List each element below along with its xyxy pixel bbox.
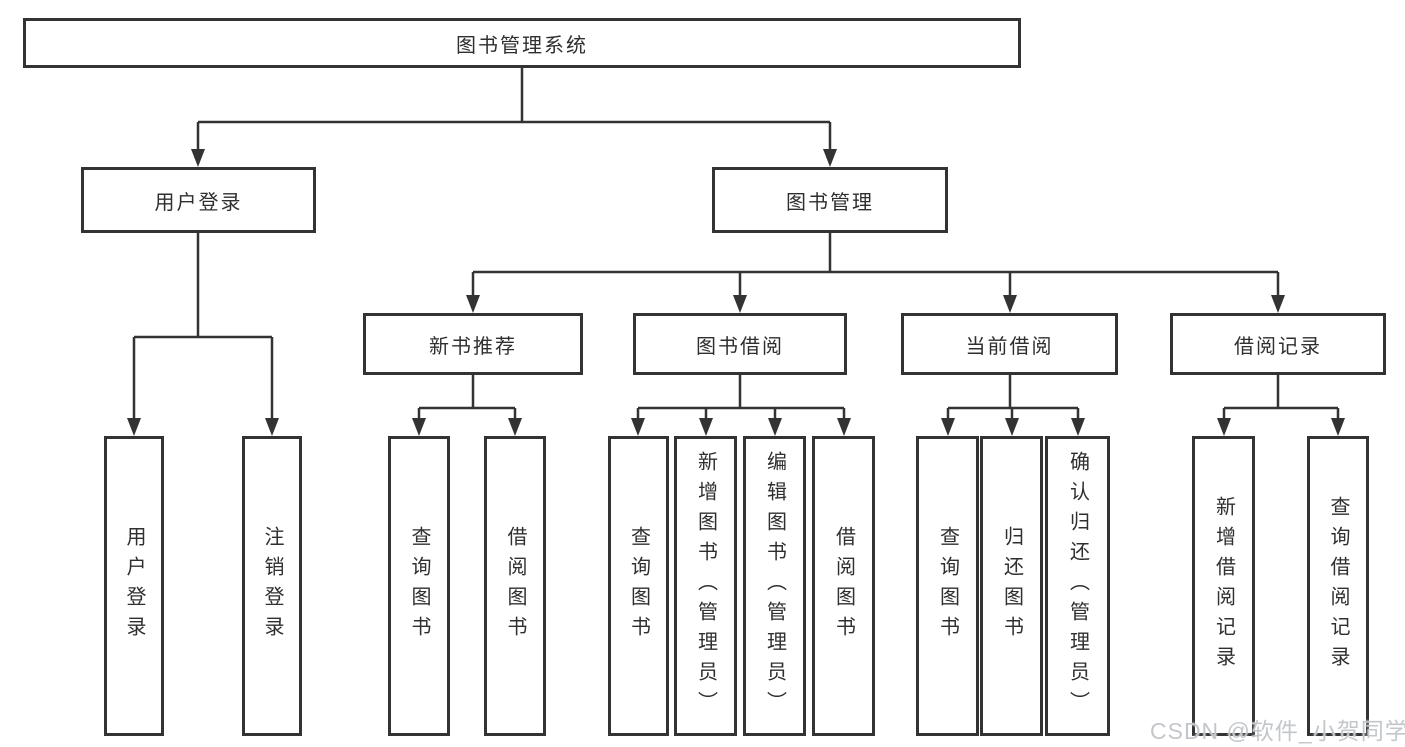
arrow-icon <box>733 295 747 313</box>
leaf-return-books: 归还图书 <box>980 436 1043 736</box>
node-label: 图书管理 <box>786 191 874 214</box>
arrow-icon <box>699 418 713 436</box>
node-label: 图书管理系统 <box>456 34 588 57</box>
leaf-query-books-borrowing: 查询图书 <box>608 436 669 736</box>
node-label: 当前借阅 <box>965 335 1054 358</box>
leaf-label: 注销登录 <box>261 526 283 646</box>
node-label: 图书借阅 <box>696 335 784 358</box>
arrow-icon <box>412 418 426 436</box>
node-borrowing-records: 借阅记录 <box>1170 313 1386 375</box>
csdn-watermark: CSDN @软件_小贺同学 <box>1150 718 1405 744</box>
leaf-label: 查询图书 <box>627 526 650 646</box>
arrow-icon <box>508 418 522 436</box>
leaf-label: 用户登录 <box>123 526 145 646</box>
arrow-icon <box>265 418 279 436</box>
leaf-query-borrow-record: 查询借阅记录 <box>1307 436 1369 736</box>
leaf-add-books-admin: 新增图书（管理员） <box>674 436 737 736</box>
leaf-borrow-books: 借阅图书 <box>812 436 875 736</box>
leaf-label: 新增图书（管理员） <box>694 451 717 721</box>
arrow-icon <box>631 418 645 436</box>
leaf-label: 查询图书 <box>936 526 959 646</box>
leaf-label: 借阅图书 <box>832 526 855 646</box>
leaf-query-books-current: 查询图书 <box>916 436 979 736</box>
leaf-label: 查询借阅记录 <box>1327 496 1349 676</box>
arrow-icon <box>768 418 782 436</box>
node-user-login: 用户登录 <box>81 167 316 233</box>
leaf-edit-books-admin: 编辑图书（管理员） <box>743 436 806 736</box>
node-book-management: 图书管理 <box>712 167 948 233</box>
arrow-icon <box>127 418 141 436</box>
arrow-icon <box>466 295 480 313</box>
arrow-icon <box>823 149 837 167</box>
arrow-icon <box>1331 418 1345 436</box>
node-current-borrowing: 当前借阅 <box>901 313 1118 375</box>
leaf-label: 新增借阅记录 <box>1212 496 1235 676</box>
leaf-label: 编辑图书（管理员） <box>763 451 786 721</box>
leaf-confirm-return-admin: 确认归还（管理员） <box>1045 436 1110 736</box>
arrow-icon <box>1071 418 1085 436</box>
node-new-book-recommend: 新书推荐 <box>363 313 583 375</box>
node-label: 用户登录 <box>154 191 243 214</box>
arrow-icon <box>941 418 955 436</box>
leaf-label: 归还图书 <box>1000 526 1023 646</box>
node-library-system: 图书管理系统 <box>23 18 1021 68</box>
leaf-add-borrow-record: 新增借阅记录 <box>1192 436 1255 736</box>
arrow-icon <box>1217 418 1231 436</box>
arrow-icon <box>1005 418 1019 436</box>
node-label: 借阅记录 <box>1234 335 1322 358</box>
arrow-icon <box>1271 295 1285 313</box>
leaf-query-books-recommend: 查询图书 <box>388 436 450 736</box>
leaf-user-login: 用户登录 <box>104 436 164 736</box>
arrow-icon <box>191 149 205 167</box>
node-book-borrowing: 图书借阅 <box>633 313 847 375</box>
leaf-logout: 注销登录 <box>242 436 302 736</box>
leaf-label: 查询图书 <box>408 526 430 646</box>
leaf-borrow-books-recommend: 借阅图书 <box>484 436 546 736</box>
leaf-label: 确认归还（管理员） <box>1066 451 1089 721</box>
arrow-icon <box>837 418 851 436</box>
node-label: 新书推荐 <box>429 335 517 358</box>
arrow-icon <box>1003 295 1017 313</box>
leaf-label: 借阅图书 <box>504 526 526 646</box>
